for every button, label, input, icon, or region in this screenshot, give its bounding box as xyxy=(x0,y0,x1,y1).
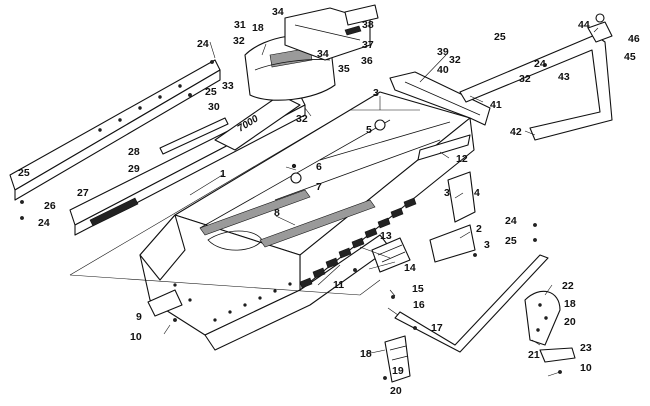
callout-label: 17 xyxy=(431,322,443,334)
traction-strip-parts xyxy=(199,189,376,248)
callout-label: 25 xyxy=(494,31,506,43)
callout-label: 32 xyxy=(296,113,308,125)
callout-label: 21 xyxy=(528,349,540,361)
callout-label: 24 xyxy=(505,215,517,227)
callout-label: 41 xyxy=(490,99,502,111)
rear-rack xyxy=(284,4,379,61)
callout-label: 6 xyxy=(316,161,322,173)
callout-label: 18 xyxy=(252,22,264,34)
callout-label: 46 xyxy=(628,33,640,45)
callout-label: 31 xyxy=(234,19,246,31)
callout-label: 26 xyxy=(44,200,56,212)
callout-label: 32 xyxy=(233,35,245,47)
callout-label: 33 xyxy=(222,80,234,92)
callout-label: 2 xyxy=(476,223,482,235)
callout-label: 40 xyxy=(437,64,449,76)
callout-label: 25 xyxy=(18,167,30,179)
callout-label: 24 xyxy=(534,58,546,70)
callout-label: 8 xyxy=(274,207,280,219)
callout-label: 43 xyxy=(558,71,570,83)
callout-label: 19 xyxy=(392,365,404,377)
callout-label: 32 xyxy=(519,73,531,85)
callout-label: 7 xyxy=(316,181,322,193)
callout-label: 16 xyxy=(413,299,425,311)
callout-labels: 1 2 3 3 3 4 5 6 7 8 9 10 10 11 12 13 14 … xyxy=(18,6,640,397)
tunnel-extension xyxy=(417,134,471,161)
callout-label: 34 xyxy=(272,6,284,18)
foot-plate xyxy=(524,290,576,363)
callout-label: 32 xyxy=(449,54,461,66)
callout-label: 18 xyxy=(360,348,372,360)
callout-label: 27 xyxy=(77,187,89,199)
callout-label: 3 xyxy=(373,87,379,99)
callout-label: 45 xyxy=(624,51,636,63)
callout-label: 36 xyxy=(361,55,373,67)
callout-label: 42 xyxy=(510,126,522,138)
callout-label: 12 xyxy=(456,153,468,165)
callout-label: 3 xyxy=(444,187,450,199)
footrest-parts xyxy=(371,237,411,273)
callout-label: 23 xyxy=(580,342,592,354)
callout-label: 20 xyxy=(390,385,402,397)
callout-label: 20 xyxy=(564,316,576,328)
callout-label: 28 xyxy=(128,146,140,158)
callout-label: 25 xyxy=(205,86,217,98)
callout-label: 24 xyxy=(38,217,50,229)
callout-label: 9 xyxy=(136,311,142,323)
callout-label: 22 xyxy=(562,280,574,292)
running-board-cleats xyxy=(299,197,417,289)
callout-label: 25 xyxy=(505,235,517,247)
rear-bumper xyxy=(389,71,491,126)
leader-lines xyxy=(163,27,599,377)
callout-label: 37 xyxy=(362,39,374,51)
callout-label: 39 xyxy=(437,46,449,58)
callout-label: 24 xyxy=(197,38,209,50)
callout-label: 15 xyxy=(412,283,424,295)
callout-label: 3 xyxy=(484,239,490,251)
callout-label: 5 xyxy=(366,124,372,136)
callout-label: 38 xyxy=(362,19,374,31)
callout-label: 10 xyxy=(580,362,592,374)
side-brackets xyxy=(429,171,476,263)
callout-label: 11 xyxy=(333,279,344,291)
callout-label: 30 xyxy=(208,101,220,113)
callout-label: 4 xyxy=(474,187,480,199)
frame-rivets xyxy=(173,282,292,322)
callout-label: 35 xyxy=(338,63,350,75)
hardware xyxy=(20,60,562,380)
callout-label: 1 xyxy=(220,168,226,180)
callout-label: 44 xyxy=(578,19,590,31)
callout-label: 34 xyxy=(317,48,329,60)
footrest-bar xyxy=(384,254,549,383)
callout-label: 14 xyxy=(404,262,416,274)
callout-label: 29 xyxy=(128,163,140,175)
callout-label: 10 xyxy=(130,331,142,343)
callout-label: 18 xyxy=(564,298,576,310)
callout-label: 13 xyxy=(380,230,392,242)
front-foot-plate xyxy=(147,289,183,317)
